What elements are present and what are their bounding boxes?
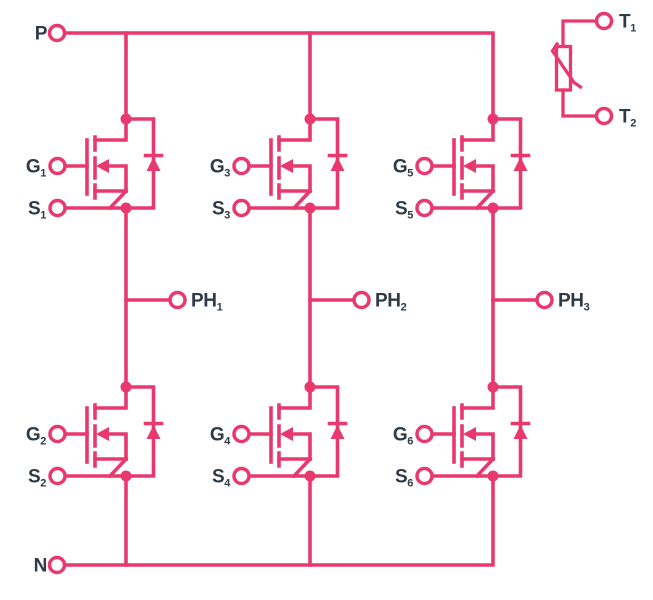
label-ph3: PH3 [558, 291, 590, 314]
n-rail-wire [62, 474, 495, 567]
terminal-n [47, 555, 67, 575]
mosfet-q1 [48, 111, 164, 218]
label-t2: T2 [619, 107, 636, 130]
label-g6: G6 [393, 425, 413, 448]
label-g5: G5 [393, 157, 413, 180]
label-s6: S6 [395, 467, 413, 490]
label-n: N [34, 556, 47, 577]
thermistor-symbol [550, 19, 599, 118]
label-s1: S1 [28, 199, 46, 222]
mosfet-q6 [415, 379, 531, 486]
label-s2: S2 [28, 467, 46, 490]
t1-lead-wire [561, 19, 599, 49]
label-ph1: PH1 [191, 291, 223, 314]
terminal-t1 [594, 11, 614, 31]
label-s3: S3 [212, 199, 230, 222]
mosfet-q5 [415, 111, 531, 218]
label-g4: G4 [210, 425, 231, 448]
mosfet-q4 [232, 379, 348, 486]
label-g3: G3 [210, 157, 230, 180]
mosfet-q3 [232, 111, 348, 218]
terminal-ph3 [535, 290, 554, 310]
label-p: P [35, 24, 48, 45]
p-rail-wire [62, 31, 495, 121]
label-s5: S5 [395, 199, 413, 222]
label-s4: S4 [212, 467, 231, 490]
terminal-p [47, 23, 67, 43]
label-g2: G2 [26, 425, 46, 448]
label-t1: T1 [619, 12, 636, 35]
label-g1: G1 [26, 157, 46, 180]
mosfet-q2 [48, 379, 164, 486]
terminal-ph1 [168, 290, 187, 310]
label-ph2: PH2 [375, 291, 407, 314]
wire-layer [62, 31, 539, 567]
terminal-ph2 [352, 290, 371, 310]
thermistor-strike-line [550, 41, 583, 90]
t2-lead-wire [561, 88, 599, 118]
terminal-t2 [594, 106, 614, 126]
